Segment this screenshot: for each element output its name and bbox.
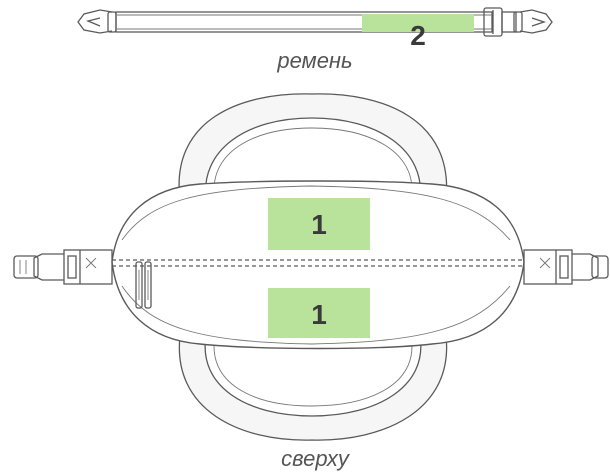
zipper	[112, 259, 524, 267]
strap-band	[115, 11, 493, 33]
zipper-pull-icon	[135, 261, 152, 309]
top-panel-marker-box	[268, 198, 370, 250]
strap-marker-box	[362, 14, 474, 32]
bag-drawing: 1 1	[13, 93, 609, 441]
bottom-panel-marker-box	[268, 288, 370, 338]
bottom-panel-marker-label: 1	[311, 299, 327, 330]
right-clip-hook-icon	[513, 9, 553, 34]
bag-caption: сверху	[281, 446, 351, 471]
strap-drawing: 2	[77, 7, 553, 51]
strap-marker-label: 2	[410, 20, 426, 51]
left-buckle-icon	[13, 249, 113, 285]
right-buckle-icon	[523, 249, 609, 285]
strap-caption: ремень	[276, 48, 352, 73]
top-panel-marker-label: 1	[311, 209, 327, 240]
bottom-handle	[178, 335, 448, 441]
left-clip-hook-icon	[77, 9, 117, 34]
